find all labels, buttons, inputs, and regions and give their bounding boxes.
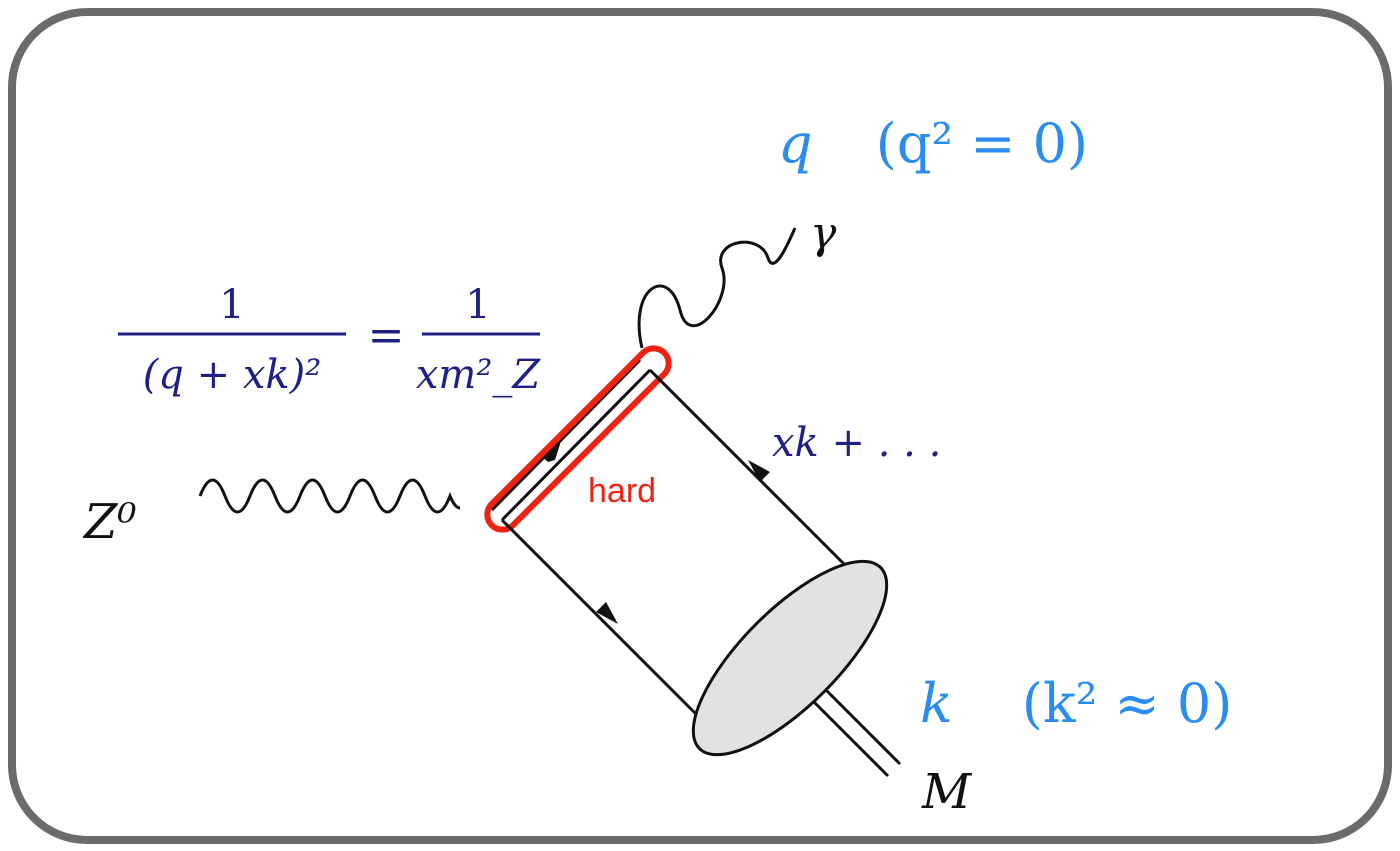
lower-quark-line xyxy=(500,518,714,732)
hard-propagator-line-2 xyxy=(500,368,652,522)
hard-propagator-arrow xyxy=(540,438,562,462)
hard-region-outline xyxy=(484,345,672,533)
propagator-lhs-numerator: 1 xyxy=(219,282,244,328)
propagator-formula: 1 (q + xk)² = 1 xm²_Z xyxy=(118,282,541,398)
propagator-rhs-denominator: xm²_Z xyxy=(416,352,542,398)
photon-momentum-symbol: q xyxy=(778,112,813,175)
gamma-label: γ xyxy=(810,208,837,259)
meson-momentum-condition: (k² ≈ 0) xyxy=(1022,672,1232,735)
z-boson-line xyxy=(198,478,461,514)
z-boson-label: Z⁰ xyxy=(82,494,137,550)
hard-propagator-line-1 xyxy=(490,358,642,512)
meson-label: M xyxy=(921,764,973,820)
photon-line xyxy=(637,227,797,349)
hard-label: hard xyxy=(588,472,656,510)
upper-quark-line xyxy=(648,368,854,574)
meson-momentum-symbol: k xyxy=(920,672,953,735)
photon-momentum-condition: (q² = 0) xyxy=(876,112,1088,175)
frame-border xyxy=(8,8,1392,844)
propagator-lhs-denominator: (q + xk)² xyxy=(143,352,322,398)
lower-quark-arrow xyxy=(596,602,618,624)
upper-quark-arrow xyxy=(748,460,770,482)
quark-momentum-label: xk + . . . xyxy=(772,420,941,466)
propagator-equals: = xyxy=(368,310,405,361)
propagator-rhs-numerator: 1 xyxy=(465,282,490,328)
meson-blob xyxy=(691,559,889,757)
meson-momentum-label: k (k² ≈ 0) xyxy=(920,672,1232,735)
photon-momentum-label: q (q² = 0) xyxy=(778,112,1088,175)
